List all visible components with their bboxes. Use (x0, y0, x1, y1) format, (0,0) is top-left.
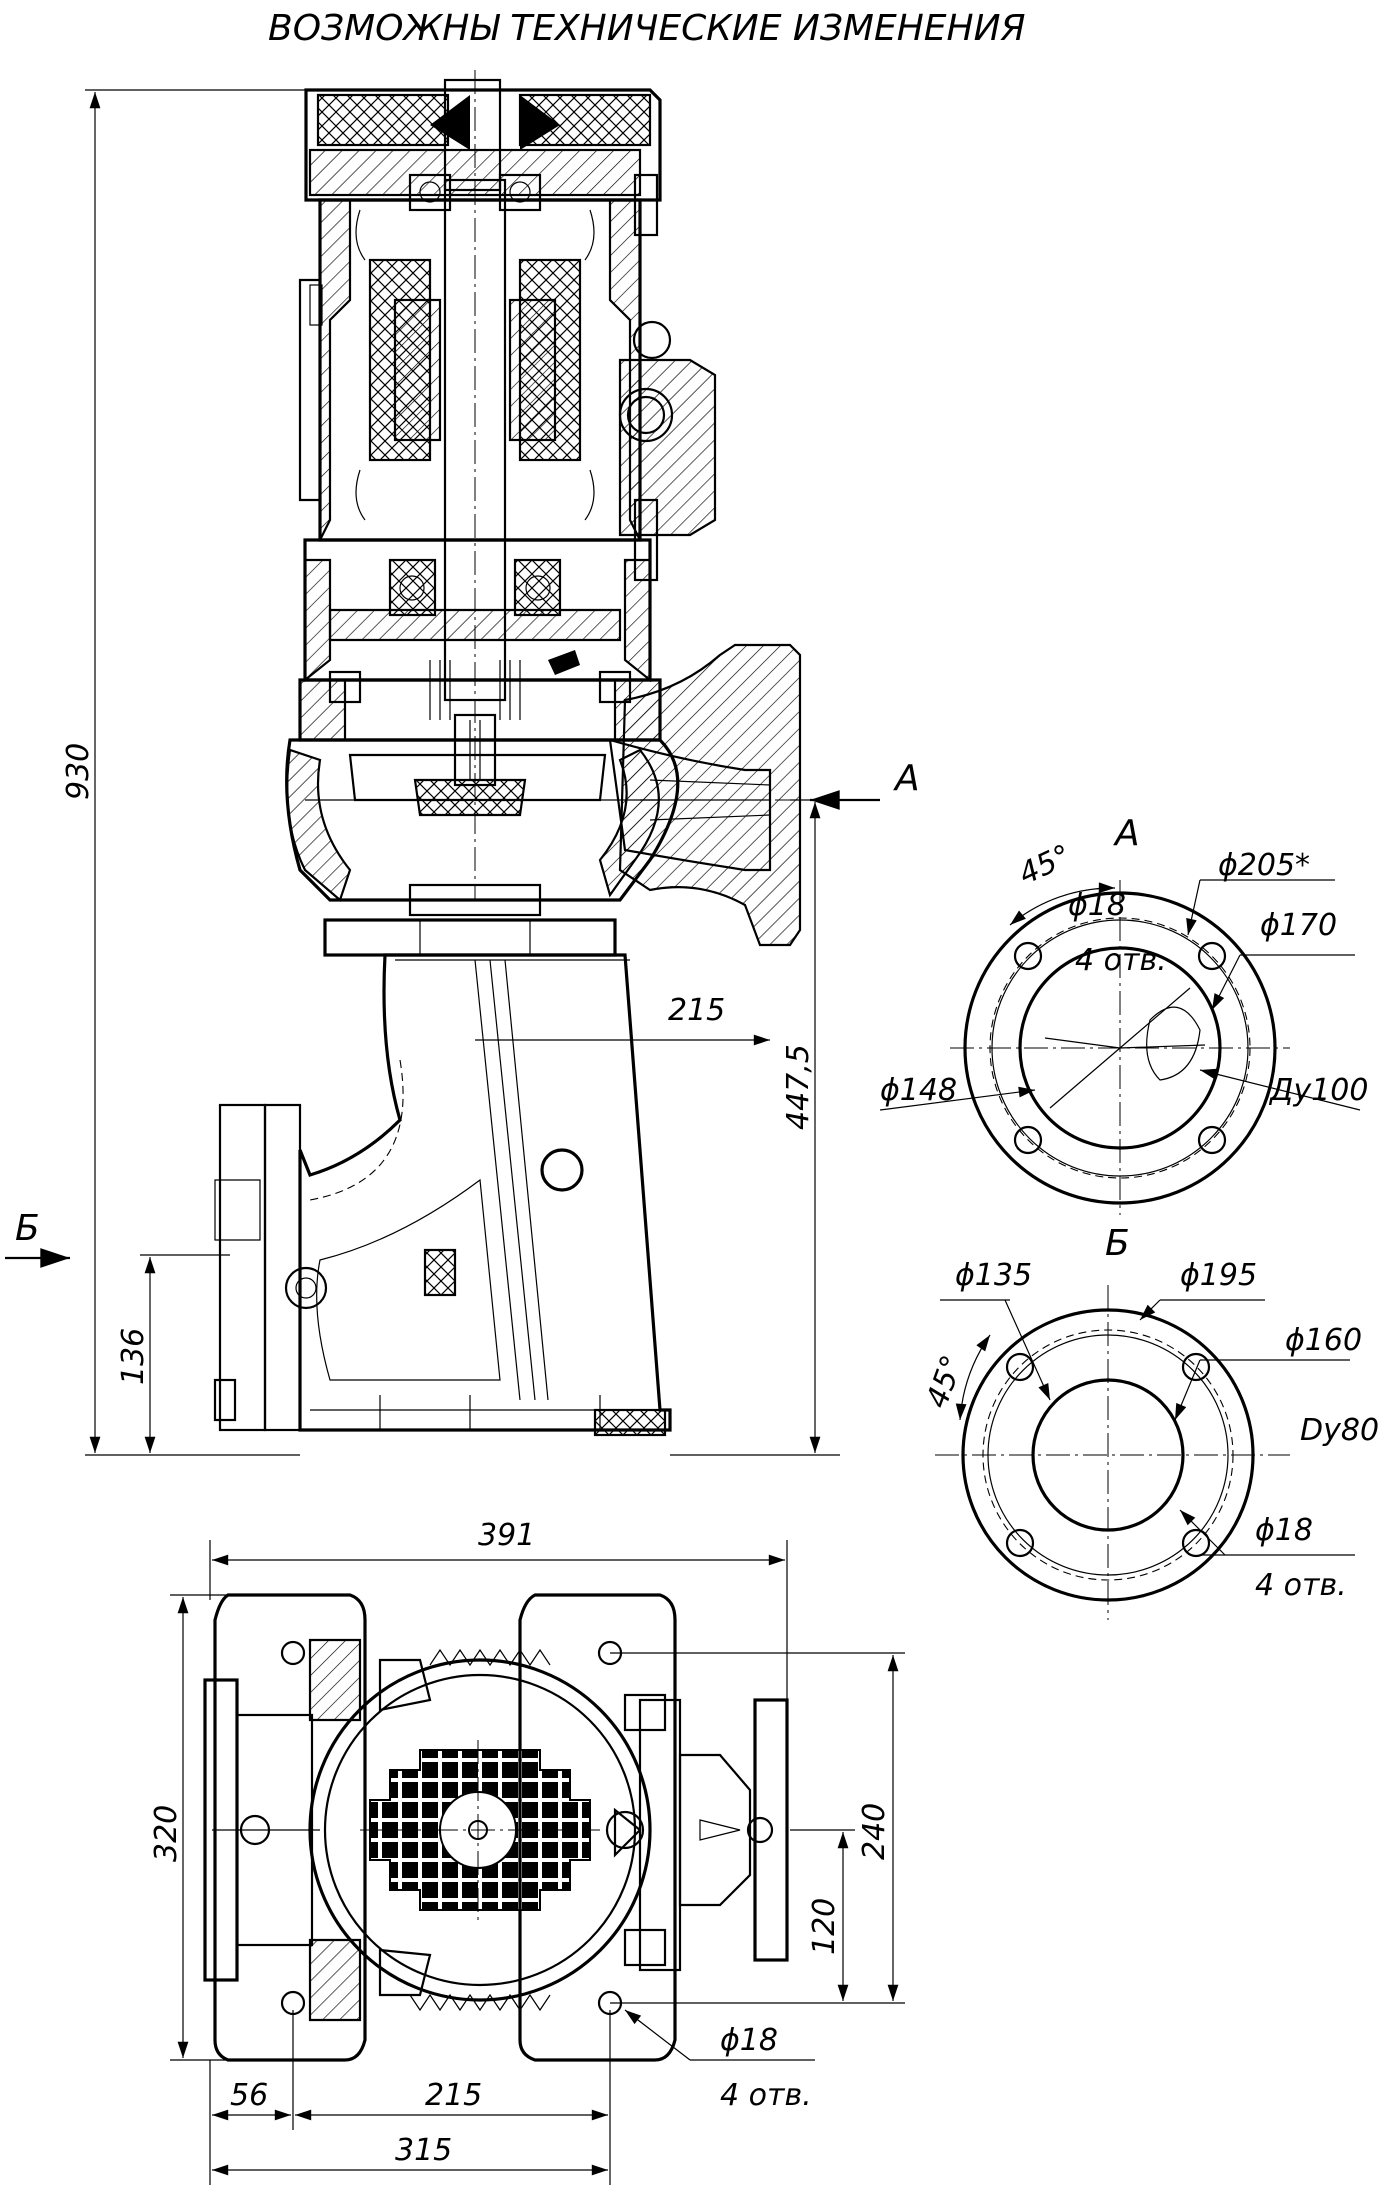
view-marker-b: Б (15, 1208, 40, 1249)
flange-a-angle: 45° (1014, 838, 1077, 892)
dim-inlet-axis: 447,5 (781, 1044, 816, 1130)
flange-view-a: А 45° ϕ18 4 отв. ϕ205* ϕ170 ϕ148 Ду100 (879, 813, 1368, 1215)
flange-a-bolt-hole: ϕ18 (1068, 888, 1126, 923)
plan-bolt-hole: ϕ18 (720, 2023, 778, 2058)
lantern-housing (303, 538, 652, 683)
flange-b-angle: 45° (920, 1351, 971, 1413)
plan-holes: 4 отв. (720, 2078, 812, 2113)
spacer-plate (323, 918, 617, 957)
flange-a-holes: 4 отв. (1075, 943, 1167, 978)
dim-flange-offset: 215 (668, 993, 725, 1028)
plan-view: 391 320 240 120 56 215 315 (149, 1518, 905, 2185)
dim-plan-total: 315 (395, 2133, 452, 2168)
dim-plan-base: 240 (857, 1803, 892, 1860)
view-marker-a: А (893, 758, 920, 799)
dim-plan-offset: 56 (230, 2078, 268, 2113)
plan-view-dimensions: 391 320 240 120 56 215 315 (149, 1518, 905, 2185)
flange-a-nominal: Ду100 (1268, 1073, 1368, 1108)
side-view-dimensions: 930 447,5 215 136 А Б (5, 89, 920, 1456)
flange-b-inner: ϕ135 (955, 1258, 1032, 1293)
motor-fan-cover (304, 78, 662, 202)
flange-b-holes: 4 отв. (1255, 1568, 1347, 1603)
header-note: ВОЗМОЖНЫ ТЕХНИЧЕСКИЕ ИЗМЕНЕНИЯ (268, 8, 1026, 49)
dim-lower-axis: 136 (116, 1328, 151, 1385)
flange-a-outer: ϕ205* (1218, 848, 1310, 883)
suction-elbow (213, 953, 672, 1437)
flange-b-bolt-hole: ϕ18 (1255, 1513, 1313, 1548)
flange-b-outer: ϕ195 (1180, 1258, 1257, 1293)
flange-b-title: Б (1105, 1223, 1130, 1264)
fan-grille (360, 1740, 600, 1920)
flange-a-title: А (1113, 813, 1140, 854)
flange-view-b: Б ϕ135 ϕ195 ϕ160 Dy80 45° ϕ18 4 отв. (920, 1223, 1379, 1620)
dim-plan-width: 320 (149, 1805, 184, 1862)
side-view-section: 930 447,5 215 136 А Б (5, 70, 920, 1456)
dim-overall-height: 930 (61, 743, 96, 800)
dim-plan-outlet: 120 (807, 1898, 842, 1955)
volute-casing (285, 713, 680, 917)
flange-b-nominal: Dy80 (1300, 1413, 1379, 1448)
terminal-box (618, 173, 717, 582)
flange-b-bolt-circle: ϕ160 (1285, 1323, 1362, 1358)
discharge-nozzle (590, 643, 830, 947)
dim-plan-length: 391 (478, 1518, 535, 1553)
dim-plan-spacing: 215 (425, 2078, 482, 2113)
flange-a-bolt-circle: ϕ170 (1260, 908, 1337, 943)
flange-a-inner: ϕ148 (880, 1073, 957, 1108)
